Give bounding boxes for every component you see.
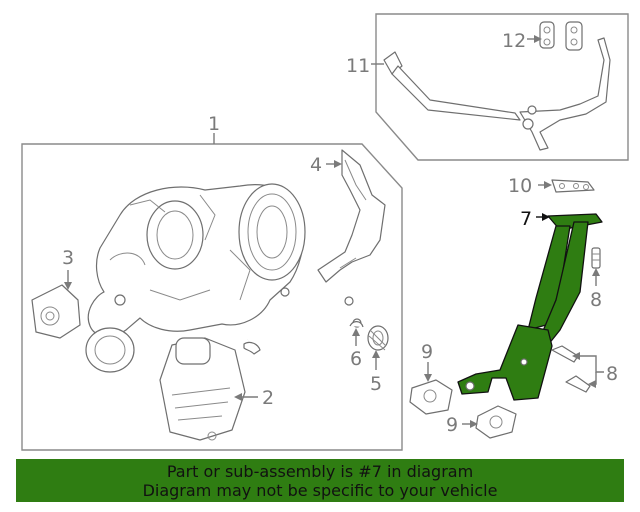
callout-6: 6 xyxy=(350,348,362,370)
part-9-gasket-lower xyxy=(462,405,517,439)
pipe-assembly-box xyxy=(375,13,629,161)
part-8-bolt-lower xyxy=(551,345,604,393)
callout-9-lower: 9 xyxy=(446,414,458,436)
part-2-illustration xyxy=(159,337,258,441)
callout-1: 1 xyxy=(208,113,220,135)
callout-3: 3 xyxy=(62,247,74,269)
part-4-illustration xyxy=(317,149,386,283)
info-banner: Part or sub-assembly is #7 in diagram Di… xyxy=(16,459,624,502)
callout-7: 7 xyxy=(520,208,532,230)
actuator-rod xyxy=(243,296,354,355)
turbocharger-illustration xyxy=(85,183,306,373)
part-12-illustration xyxy=(527,21,583,51)
callout-11: 11 xyxy=(346,55,370,77)
part-5-illustration xyxy=(367,325,389,370)
banner-line-2: Diagram may not be specific to your vehi… xyxy=(142,480,498,500)
parts-diagram: 1 2 3 4 5 6 7 8 8 9 9 10 11 12 xyxy=(21,13,629,451)
part-8-bolt-upper xyxy=(591,247,601,286)
callout-2: 2 xyxy=(262,387,274,409)
banner-line-1: Part or sub-assembly is #7 in diagram xyxy=(166,461,474,481)
part-3-illustration xyxy=(31,270,81,339)
part-10-illustration xyxy=(538,179,595,193)
part-6-illustration xyxy=(349,318,364,346)
callout-8-right: 8 xyxy=(606,363,618,385)
part-7-highlighted-pipe xyxy=(457,213,603,401)
callout-5: 5 xyxy=(370,373,382,395)
callout-4: 4 xyxy=(310,154,322,176)
part-11-illustration xyxy=(383,37,611,151)
callout-9-upper: 9 xyxy=(421,341,433,363)
turbo-assembly-box xyxy=(21,143,403,451)
callout-8-upper: 8 xyxy=(590,289,602,311)
part-9-gasket-upper xyxy=(409,362,453,415)
callout-12: 12 xyxy=(502,30,526,52)
callout-10: 10 xyxy=(508,175,532,197)
